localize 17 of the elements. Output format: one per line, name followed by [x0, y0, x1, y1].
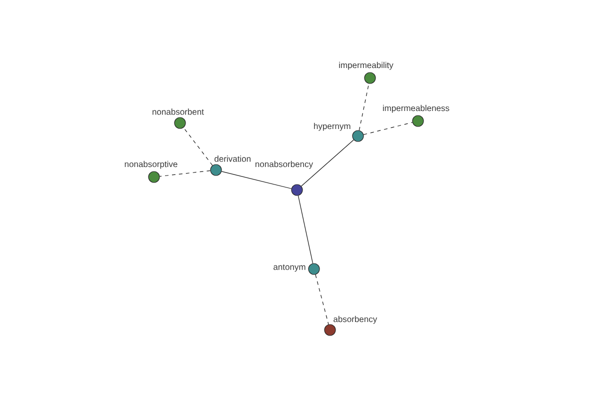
connector-line	[221, 171, 292, 189]
node-label: impermeability	[339, 62, 394, 70]
connector-line	[315, 274, 329, 325]
node-label: impermeableness	[383, 104, 450, 113]
node-label: nonabsorbency	[256, 160, 314, 169]
connector-line	[301, 140, 354, 186]
node-label: antonym	[274, 264, 306, 272]
connector-line	[159, 170, 211, 177]
node-label: derivation	[214, 156, 250, 162]
connector-line	[298, 195, 314, 264]
node-label: nonabsorptive	[124, 160, 178, 169]
connector-line	[358, 83, 370, 131]
node-label: hypernym	[314, 122, 350, 131]
connector-line	[183, 127, 213, 166]
connector-line	[363, 122, 413, 135]
node-label: nonabsorbent	[152, 108, 204, 115]
node-label: absorbency	[334, 316, 378, 324]
